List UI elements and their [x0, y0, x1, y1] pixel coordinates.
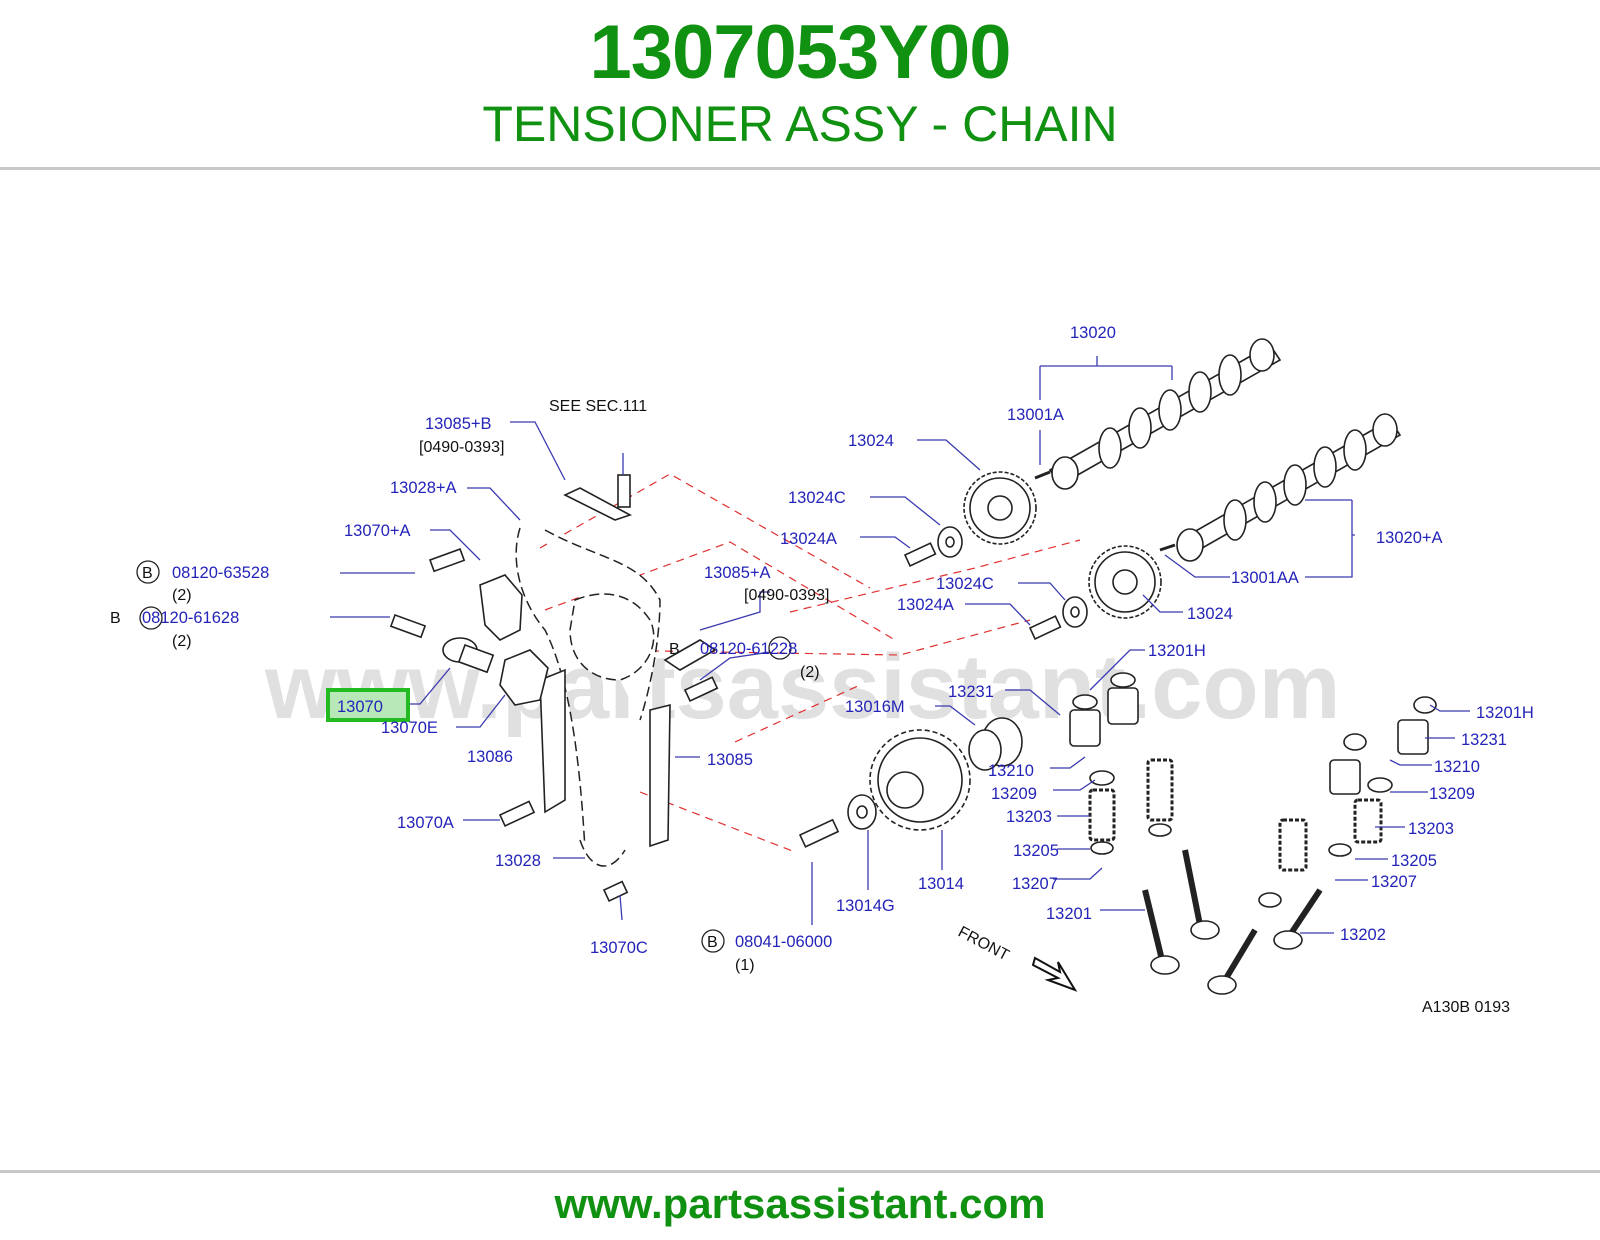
label-13085[interactable]: 13085 — [707, 751, 753, 769]
label-13014[interactable]: 13014 — [918, 875, 964, 893]
label-13205-2[interactable]: 13205 — [1391, 852, 1437, 870]
chain-guides — [539, 487, 717, 848]
label-13028a[interactable]: 13028+A — [390, 479, 457, 497]
part-labels: 13020 13001A 13024 13024C 13024A 13020+A… — [110, 324, 1534, 1016]
label-13201h-2[interactable]: 13201H — [1476, 704, 1534, 722]
label-13201[interactable]: 13201 — [1046, 905, 1092, 923]
label-13070a-plus[interactable]: 13070+A — [344, 522, 411, 540]
label-13085a[interactable]: 13085+A — [704, 564, 771, 582]
label-13070[interactable]: 13070 — [337, 698, 383, 716]
cam-sprocket-upper — [963, 471, 1037, 545]
timing-chains — [515, 527, 661, 867]
qty-08120-61628: (2) — [172, 633, 192, 650]
label-08120-61628[interactable]: 08120-61628 — [142, 609, 239, 627]
cam-sprocket-lower — [1088, 545, 1162, 619]
circle-08120-61628 — [139, 606, 163, 630]
label-13016m[interactable]: 13016M — [845, 698, 905, 716]
front-arrow-icon — [1031, 956, 1078, 992]
gasket-13070e — [499, 649, 549, 706]
label-13085a-range: [0490-0393] — [744, 587, 829, 604]
footer-url[interactable]: www.partsassistant.com — [554, 1180, 1046, 1227]
label-13020[interactable]: 13020 — [1070, 324, 1116, 342]
label-13231-1[interactable]: 13231 — [948, 683, 994, 701]
label-13024a-1[interactable]: 13024A — [780, 530, 837, 548]
label-13001aa[interactable]: 13001AA — [1231, 569, 1299, 587]
circle-08120-61228 — [768, 636, 792, 660]
label-13024a-2[interactable]: 13024A — [897, 596, 954, 614]
label-13024-mid[interactable]: 13024 — [1187, 605, 1233, 623]
camshaft-lower — [1159, 413, 1402, 562]
part-title: TENSIONER ASSY - CHAIN — [482, 96, 1118, 152]
b-circle-4 — [701, 929, 725, 953]
b-mark-4: B — [707, 934, 718, 951]
label-13202[interactable]: 13202 — [1340, 926, 1386, 944]
label-13070e[interactable]: 13070E — [381, 719, 438, 737]
b-mark-1: B — [142, 565, 153, 582]
label-13014g[interactable]: 13014G — [836, 897, 895, 915]
label-13024-top[interactable]: 13024 — [848, 432, 894, 450]
label-13209-2[interactable]: 13209 — [1429, 785, 1475, 803]
qty-08120-61228: (2) — [800, 664, 820, 681]
label-13210-2[interactable]: 13210 — [1434, 758, 1480, 776]
b-mark-3: B — [669, 641, 680, 658]
label-13203-2[interactable]: 13203 — [1408, 820, 1454, 838]
label-08120-61228[interactable]: 08120-61228 — [700, 640, 797, 658]
qty-08120-63528: (2) — [172, 587, 192, 604]
label-13070a[interactable]: 13070A — [397, 814, 454, 832]
tensioner-arm-13070a — [479, 574, 523, 641]
shaft-13016m — [968, 717, 1023, 771]
valve-train-left — [1069, 672, 1220, 975]
highlight-box-13070 — [326, 688, 410, 722]
label-13210-1[interactable]: 13210 — [988, 762, 1034, 780]
label-13205-1[interactable]: 13205 — [1013, 842, 1059, 860]
label-13203-1[interactable]: 13203 — [1006, 808, 1052, 826]
see-sec-ref: SEE SEC.111 — [549, 398, 647, 415]
label-13020a[interactable]: 13020+A — [1376, 529, 1443, 547]
washer-13014g — [847, 794, 877, 830]
bolts — [389, 474, 1062, 902]
leader-lines — [330, 356, 1470, 934]
b-mark-2: B — [110, 610, 121, 627]
idler-sprocket — [869, 729, 971, 831]
label-13024c-1[interactable]: 13024C — [788, 489, 846, 507]
tensioner-13070 — [442, 637, 495, 674]
label-13209-1[interactable]: 13209 — [991, 785, 1037, 803]
front-label: FRONT — [955, 924, 1012, 965]
label-08041-06000[interactable]: 08041-06000 — [735, 933, 832, 951]
qty-08041-06000: (1) — [735, 957, 755, 974]
part-number: 1307053Y00 — [589, 10, 1011, 95]
header-divider — [0, 167, 1600, 170]
header: 1307053Y00 TENSIONER ASSY - CHAIN — [0, 0, 1600, 168]
b-circle-1 — [136, 560, 160, 584]
label-13070c[interactable]: 13070C — [590, 939, 648, 957]
camshaft-upper — [1034, 338, 1282, 490]
label-13028[interactable]: 13028 — [495, 852, 541, 870]
label-13001a[interactable]: 13001A — [1007, 406, 1064, 424]
label-13207-2[interactable]: 13207 — [1371, 873, 1417, 891]
valve-train-right — [1207, 696, 1437, 995]
footer-divider — [0, 1170, 1600, 1173]
label-13085b-range: [0490-0393] — [419, 439, 504, 456]
label-13231-2[interactable]: 13231 — [1461, 731, 1507, 749]
label-13024c-2[interactable]: 13024C — [936, 575, 994, 593]
label-13085b[interactable]: 13085+B — [425, 415, 492, 433]
label-13201h-1[interactable]: 13201H — [1148, 642, 1206, 660]
label-13207-1[interactable]: 13207 — [1012, 875, 1058, 893]
label-08120-63528[interactable]: 08120-63528 — [172, 564, 269, 582]
washers-13024c — [937, 526, 1088, 628]
diagram-ref-code: A130B 0193 — [1422, 999, 1510, 1016]
label-13086[interactable]: 13086 — [467, 748, 513, 766]
